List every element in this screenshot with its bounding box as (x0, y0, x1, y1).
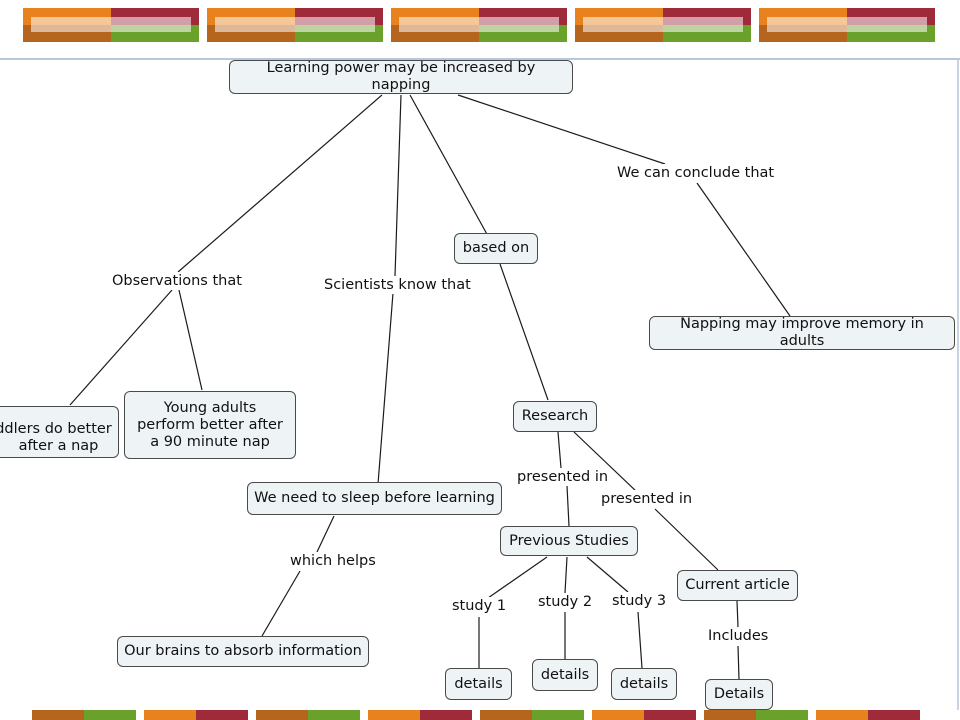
link-presented-in-1: presented in (515, 468, 611, 486)
connector (261, 570, 301, 637)
concept-brains-absorb[interactable]: Our brains to absorb information (117, 636, 369, 667)
concept-napping-memory[interactable]: Napping may improve memory in adults (649, 316, 955, 350)
connector (736, 600, 739, 628)
concept-toddlers-line1: ddlers do better (0, 421, 112, 437)
connector (564, 556, 568, 594)
footer-block (368, 710, 472, 720)
header-divider (0, 58, 960, 60)
concept-toddlers-line2: after a nap (18, 438, 99, 454)
concept-details-1[interactable]: details (445, 668, 512, 700)
connector (377, 292, 394, 485)
link-observations: Observations that (110, 272, 244, 290)
footer-block (144, 710, 248, 720)
footer-block (816, 710, 920, 720)
connector (69, 289, 173, 406)
link-which-helps: which helps (288, 552, 378, 570)
footer-banner (0, 710, 960, 720)
connector (394, 94, 402, 277)
banner-block (23, 8, 199, 42)
link-presented-in-2: presented in (599, 490, 695, 508)
connector (487, 556, 548, 599)
banner-block (759, 8, 935, 42)
connector (316, 515, 335, 553)
link-study-2: study 2 (536, 593, 595, 611)
concept-details-2[interactable]: details (532, 659, 598, 691)
connector (178, 289, 203, 391)
concept-details-3[interactable]: details (611, 668, 677, 700)
concept-young-adults[interactable]: Young adults perform better after a 90 m… (124, 391, 296, 459)
connector (409, 94, 489, 237)
connector (586, 556, 629, 593)
concept-based-on[interactable]: based on (454, 233, 538, 264)
connector (654, 508, 719, 571)
connector (637, 611, 643, 669)
footer-block (480, 710, 584, 720)
right-edge-divider (957, 60, 959, 710)
link-study-3: study 3 (610, 592, 669, 610)
connector (499, 263, 549, 401)
connector (557, 431, 562, 469)
concept-root[interactable]: Learning power may be increased by nappi… (229, 60, 573, 94)
connector (696, 182, 791, 317)
footer-block (704, 710, 808, 720)
banner-block (207, 8, 383, 42)
footer-block (32, 710, 136, 720)
link-scientists: Scientists know that (322, 276, 473, 294)
connector (566, 485, 570, 527)
footer-block (256, 710, 360, 720)
concept-research[interactable]: Research (513, 401, 597, 432)
connector (457, 94, 666, 165)
footer-block (592, 710, 696, 720)
link-includes: Includes (706, 627, 771, 645)
banner-block (575, 8, 751, 42)
connector (737, 645, 740, 680)
connector (573, 431, 639, 494)
connector (177, 94, 383, 273)
concept-previous-studies[interactable]: Previous Studies (500, 526, 638, 556)
header-banner (0, 0, 960, 58)
banner-block (391, 8, 567, 42)
concept-details-4[interactable]: Details (705, 679, 773, 710)
concept-toddlers[interactable]: ddlers do better after a nap (0, 406, 119, 458)
link-conclude: We can conclude that (615, 164, 777, 182)
concept-sleep-before[interactable]: We need to sleep before learning (247, 482, 502, 515)
link-study-1: study 1 (450, 597, 509, 615)
concept-current-article[interactable]: Current article (677, 570, 798, 601)
